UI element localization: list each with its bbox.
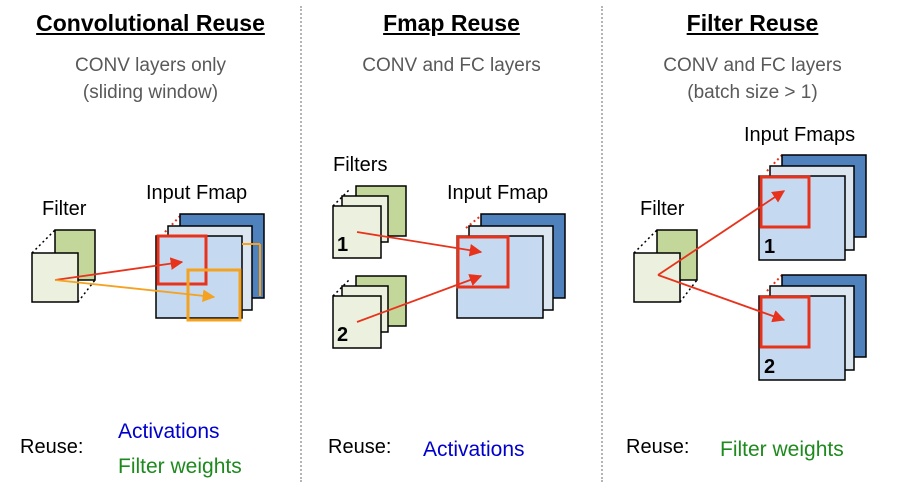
subtitle-line: (batch size > 1)	[687, 82, 818, 103]
panel-title: Fmap Reuse	[383, 10, 520, 36]
filter-number: 1	[337, 234, 349, 256]
subtitle-line: CONV layers only	[75, 55, 226, 76]
fmap-number: 1	[764, 236, 776, 258]
input-fmap-stack-1	[758, 154, 867, 261]
input-fmap-stack-2	[758, 274, 867, 381]
divider	[300, 6, 302, 482]
filter-number: 2	[337, 324, 349, 346]
input-fmap-stack	[456, 213, 566, 319]
convolutional-reuse-diagram	[31, 213, 265, 322]
fmap-number: 2	[764, 356, 776, 378]
panel-title: Convolutional Reuse	[36, 10, 265, 36]
red-arrow	[356, 274, 483, 323]
reuse-label: Reuse:	[328, 436, 392, 458]
panel-title: Filter Reuse	[686, 10, 819, 36]
orange-arrow	[54, 279, 216, 303]
filter-stack-1	[332, 185, 407, 259]
panel-filter-reuse: Filter Reuse CONV and FC layers (batch s…	[602, 0, 903, 488]
panel-subtitle: CONV and FC layers	[301, 52, 602, 79]
reuse-filter-weights: Filter weights	[118, 455, 242, 478]
subtitle-line: CONV and FC layers	[663, 55, 842, 76]
reuse-label: Reuse:	[20, 436, 84, 458]
red-arrow	[657, 190, 786, 276]
panel-convolutional-reuse: Convolutional Reuse CONV layers only (sl…	[0, 0, 301, 488]
input-fmap-stack	[155, 213, 265, 322]
filter-stack-2	[332, 275, 407, 349]
panel-fmap-reuse: Fmap Reuse CONV and FC layers Filters In…	[301, 0, 602, 488]
filter-label: Filter	[640, 198, 685, 220]
filter-stack	[31, 229, 96, 303]
red-arrow	[356, 231, 483, 257]
filters-label: Filters	[333, 154, 388, 176]
panel-subtitle: CONV and FC layers (batch size > 1)	[602, 52, 903, 106]
filter-label: Filter	[42, 198, 87, 220]
reuse-filter-weights: Filter weights	[720, 438, 844, 461]
reuse-label: Reuse:	[626, 436, 690, 458]
reuse-activations: Activations	[118, 420, 220, 443]
subtitle-line: (sliding window)	[82, 82, 219, 103]
input-fmap-label: Input Fmap	[447, 182, 549, 204]
panel-subtitle: CONV layers only (sliding window)	[0, 52, 301, 106]
reuse-activations: Activations	[423, 438, 525, 461]
filter-reuse-diagram	[633, 154, 867, 381]
fmap-reuse-diagram	[332, 185, 566, 349]
filter-stack	[633, 229, 698, 303]
divider	[601, 6, 603, 482]
subtitle-line: CONV and FC layers	[362, 55, 541, 76]
red-arrow	[54, 257, 184, 281]
input-fmap-label: Input Fmap	[146, 182, 248, 204]
input-fmaps-label: Input Fmaps	[744, 124, 856, 146]
red-arrow	[657, 274, 786, 323]
